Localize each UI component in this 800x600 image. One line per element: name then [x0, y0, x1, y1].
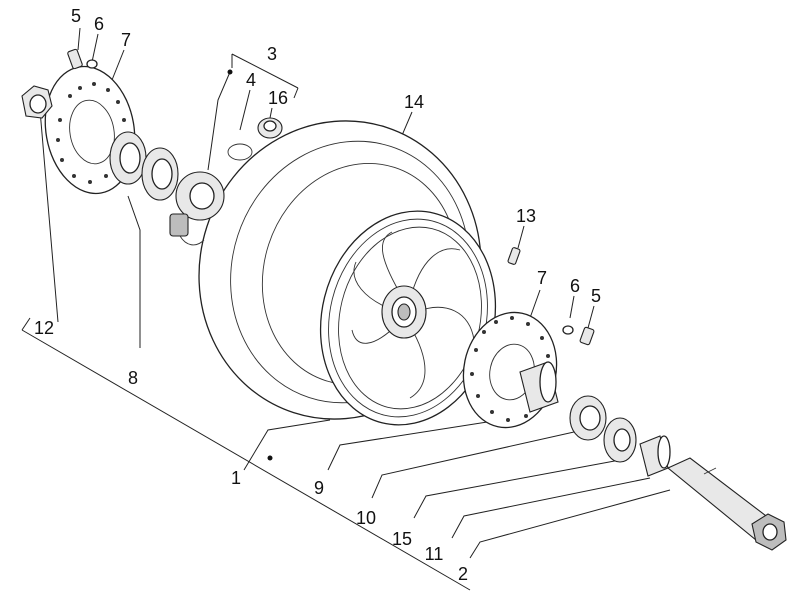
- callout-4: 4: [246, 70, 256, 90]
- callout-15: 15: [392, 529, 412, 549]
- callout-1: 1: [231, 468, 241, 488]
- oil-seal: [257, 117, 283, 139]
- callout-10: 10: [356, 508, 376, 528]
- left-nut: [21, 85, 53, 119]
- left-bearings: [109, 131, 179, 201]
- callout-labels: 5 6 7 3 4 16 14 12 8 13 7 6 5 1 9 10 15 …: [34, 6, 601, 584]
- valve: [507, 247, 521, 265]
- speedometer-drive: [169, 171, 225, 246]
- callout-7-right: 7: [537, 268, 547, 288]
- right-screw-washer: [562, 325, 595, 346]
- callout-14: 14: [404, 92, 424, 112]
- callout-5-top-left: 5: [71, 6, 81, 26]
- axle: [666, 457, 787, 551]
- callout-12: 12: [34, 318, 54, 338]
- left-screw-washer: [67, 48, 98, 70]
- spacer-tube: [519, 361, 559, 413]
- circlip: [227, 143, 253, 161]
- right-bearing: [569, 395, 607, 441]
- callout-9: 9: [314, 478, 324, 498]
- bush: [639, 435, 671, 477]
- callout-13: 13: [516, 206, 536, 226]
- callout-16: 16: [268, 88, 288, 108]
- callout-11: 11: [425, 544, 444, 564]
- callout-5-right: 5: [591, 286, 601, 306]
- callout-3: 3: [267, 44, 277, 64]
- callout-6-top-left: 6: [94, 14, 104, 34]
- callout-2: 2: [458, 564, 468, 584]
- callout-6-right: 6: [570, 276, 580, 296]
- callout-8: 8: [128, 368, 138, 388]
- spacer-ring: [603, 417, 637, 463]
- leader-lines: [21, 27, 671, 591]
- callout-7-top-left: 7: [121, 30, 131, 50]
